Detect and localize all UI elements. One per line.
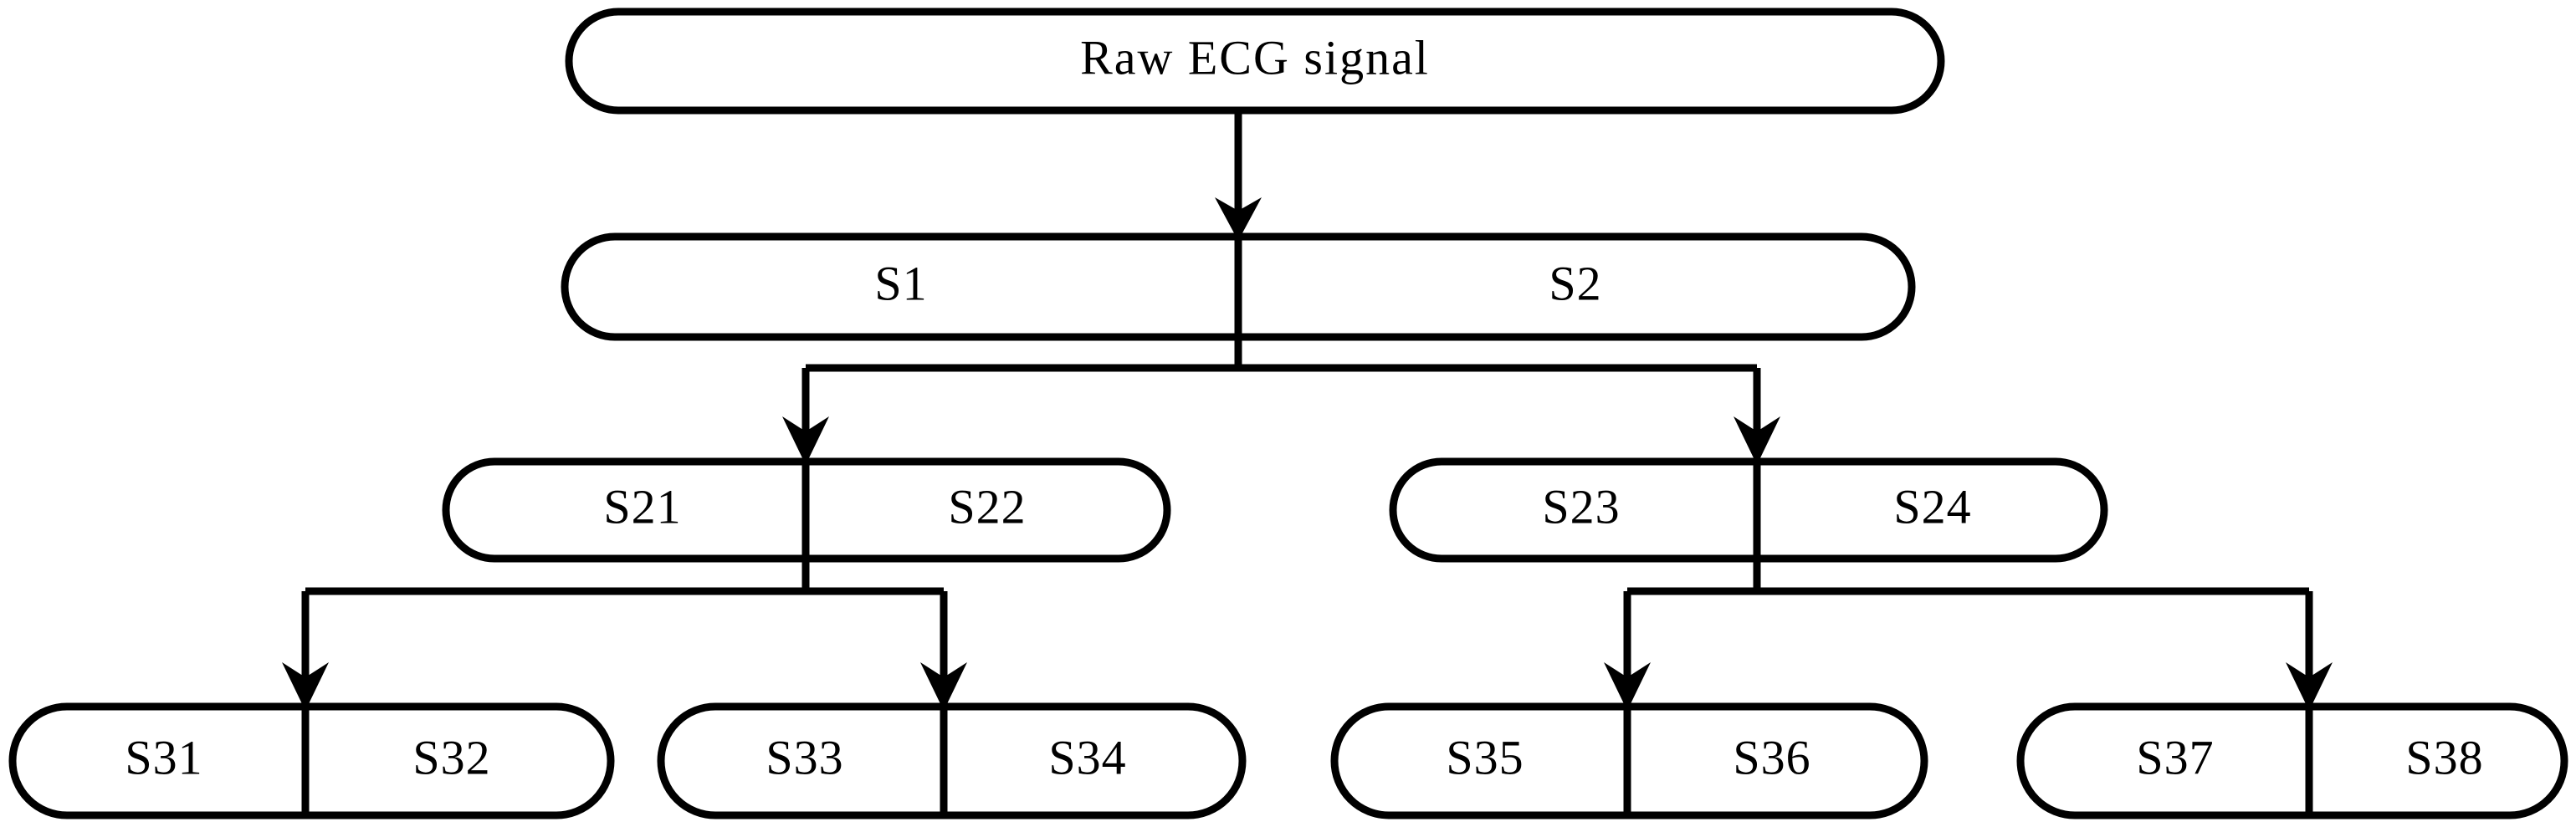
arrow-down-icon-s33 <box>920 662 967 711</box>
arrow-down-icon-s35 <box>1604 662 1651 711</box>
connector-level2-left-to-level3 <box>282 559 967 711</box>
node-group-level3-d: S37 S38 <box>2016 702 2568 819</box>
node-group-level1: S1 S2 <box>561 232 1916 341</box>
node-group-level2-right: S23 S24 <box>1389 457 2108 563</box>
arrow-down-icon-root <box>1215 197 1262 241</box>
connector-level1-to-level2 <box>782 337 1780 465</box>
node-root-shape[interactable] <box>565 8 1945 115</box>
node-s24-label: S24 <box>1893 479 1971 533</box>
node-s22-label: S22 <box>948 479 1026 533</box>
node-group-level3-c: S35 S36 <box>1330 702 1928 819</box>
node-root[interactable]: Raw ECG signal <box>565 8 1945 115</box>
node-s34-label: S34 <box>1048 730 1126 784</box>
node-group-level3-b: S33 S34 <box>657 702 1247 819</box>
node-s36-label: S36 <box>1733 730 1810 784</box>
node-group-level2-left: S21 S22 <box>442 457 1171 563</box>
node-level3-a-shape[interactable] <box>8 702 615 819</box>
node-level2-right-shape[interactable] <box>1389 457 2108 563</box>
arrow-down-icon-s31 <box>282 662 329 711</box>
node-s1-label: S1 <box>874 256 927 310</box>
arrow-down-icon-s23 <box>1734 416 1780 465</box>
node-s23-label: S23 <box>1542 479 1620 533</box>
node-s21-label: S21 <box>603 479 681 533</box>
node-level3-b-shape[interactable] <box>657 702 1247 819</box>
node-group-level3-a: S31 S32 <box>8 702 615 819</box>
node-s33-label: S33 <box>766 730 843 784</box>
arrow-down-icon-s37 <box>2286 662 2333 711</box>
node-s32-label: S32 <box>412 730 490 784</box>
node-s31-label: S31 <box>125 730 202 784</box>
arrow-down-icon-s21 <box>782 416 829 465</box>
node-s38-label: S38 <box>2405 730 2483 784</box>
connector-root-to-level1 <box>1215 110 1262 241</box>
connector-level2-right-to-level3 <box>1604 559 2333 711</box>
node-s2-label: S2 <box>1549 256 1601 310</box>
node-level3-d-shape[interactable] <box>2016 702 2568 819</box>
node-s35-label: S35 <box>1446 730 1524 784</box>
node-root-label: Raw ECG signal <box>1080 30 1430 84</box>
node-s37-label: S37 <box>2136 730 2214 784</box>
